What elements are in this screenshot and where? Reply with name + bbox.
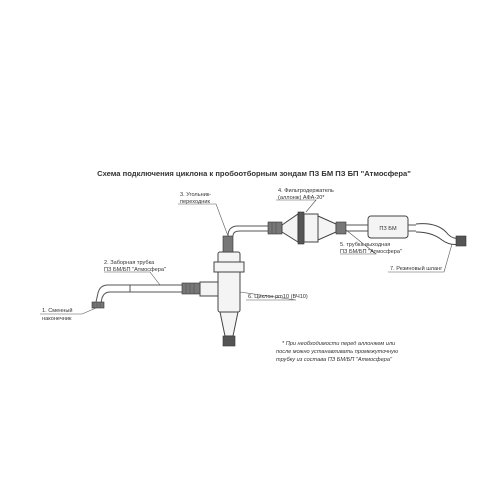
label-item1-line2: наконечник bbox=[42, 316, 72, 322]
pz-bm-box: ПЗ БМ bbox=[367, 215, 416, 239]
leader-item4 bbox=[276, 199, 317, 213]
leader-item3 bbox=[178, 203, 229, 237]
diagram-title: Схема подключения циклона к пробоотборны… bbox=[97, 169, 411, 178]
elbow-adapter bbox=[222, 225, 268, 253]
leader-item6 bbox=[239, 291, 297, 301]
label-item4-line2: (аллонж) АФА-20* bbox=[278, 195, 325, 201]
label-item4-line1: 4. Фильтродержатель bbox=[278, 188, 334, 194]
label-item2-line1: 2. Заборная трубка bbox=[104, 260, 155, 266]
cyclone bbox=[199, 251, 245, 347]
label-item1-line1: 1. Сменный bbox=[42, 307, 73, 314]
note-line3: трубку из состава ПЗ БМ/БП "Атмосфера" bbox=[276, 357, 393, 363]
note-line1: * При необходимости перед аллонжем или bbox=[282, 341, 395, 347]
label-item2-line2: ПЗ БМ/БП "Атмосфера" bbox=[104, 267, 166, 273]
replaceable-tip bbox=[91, 301, 105, 309]
leader-item1 bbox=[40, 307, 97, 315]
label-item5-line1: 5. трубка выходная bbox=[340, 242, 390, 248]
intake-tube bbox=[95, 284, 185, 304]
rubber-hose bbox=[415, 223, 467, 247]
label-item3-line1: 3. Угольник- bbox=[180, 192, 211, 198]
label-item5-line2: ПЗ БМ/БП "Атмосфера" bbox=[340, 249, 402, 255]
filter-holder bbox=[267, 211, 347, 245]
box-label: ПЗ БМ bbox=[379, 226, 397, 232]
leader-item7 bbox=[388, 243, 453, 273]
leader-item5 bbox=[340, 229, 377, 255]
label-item7: 7. Резиновый шланг bbox=[390, 265, 442, 272]
outlet-tube bbox=[346, 224, 368, 232]
intake-coupling bbox=[181, 282, 201, 295]
label-item6: 6. Циклон рm10 (ВЧ10) bbox=[248, 294, 308, 300]
label-item3-line2: переходник bbox=[180, 199, 210, 205]
note-line2: после можно устанавливать промежуточную bbox=[276, 349, 399, 355]
leader-item2 bbox=[104, 271, 161, 286]
